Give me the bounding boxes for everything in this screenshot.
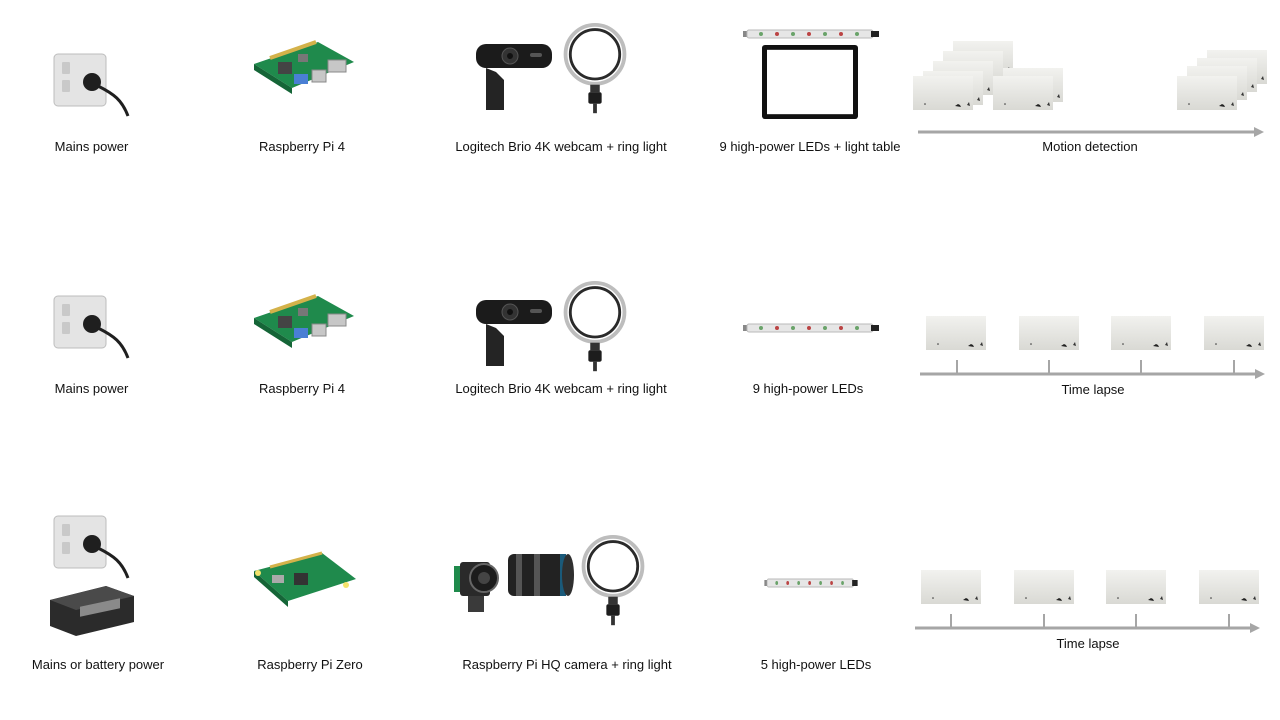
- led-strip-icon: [741, 25, 881, 41]
- ring-light-icon: [560, 280, 630, 375]
- frame-stack-2: [993, 68, 1063, 110]
- power-label: Mains power: [54, 381, 129, 396]
- power-socket-icon: [48, 292, 138, 362]
- light-table-icon: [760, 43, 860, 121]
- power-label: Mains or battery power: [31, 657, 165, 672]
- computer-label: Raspberry Pi 4: [259, 381, 345, 396]
- raspberry-pi-4-icon: [248, 290, 358, 365]
- power-socket-icon: [48, 512, 138, 582]
- webcam-icon: [474, 40, 554, 115]
- lighting-label: 5 high-power LEDs: [760, 657, 872, 672]
- ring-light-icon: [578, 534, 648, 629]
- camera-label: Logitech Brio 4K webcam + ring light: [455, 381, 667, 396]
- computer-label: Raspberry Pi Zero: [257, 657, 363, 672]
- raspberry-pi-zero-icon: [250, 545, 360, 615]
- frame-stack-3: [1177, 50, 1267, 110]
- led-strip-icon: [763, 574, 859, 590]
- mode-label: Motion detection: [1042, 139, 1138, 154]
- power-label: Mains power: [54, 139, 129, 154]
- raspberry-pi-4-icon: [248, 36, 358, 111]
- lighting-label: 9 high-power LEDs + light table: [719, 139, 901, 154]
- motion-frames: [908, 36, 1270, 146]
- computer-label: Raspberry Pi 4: [259, 139, 345, 154]
- battery-pack-icon: [46, 580, 136, 640]
- led-strip-icon: [741, 319, 881, 335]
- mode-label: Time lapse: [1061, 382, 1125, 397]
- webcam-icon: [474, 296, 554, 371]
- ring-light-icon: [560, 22, 630, 117]
- hq-camera-icon: [450, 540, 580, 615]
- lighting-label: 9 high-power LEDs: [752, 381, 864, 396]
- camera-label: Raspberry Pi HQ camera + ring light: [462, 657, 672, 672]
- mode-label: Time lapse: [1056, 636, 1120, 651]
- camera-label: Logitech Brio 4K webcam + ring light: [455, 139, 667, 154]
- power-socket-icon: [48, 50, 138, 120]
- timelapse-frames: [910, 566, 1265, 636]
- timelapse-frames: [915, 312, 1270, 382]
